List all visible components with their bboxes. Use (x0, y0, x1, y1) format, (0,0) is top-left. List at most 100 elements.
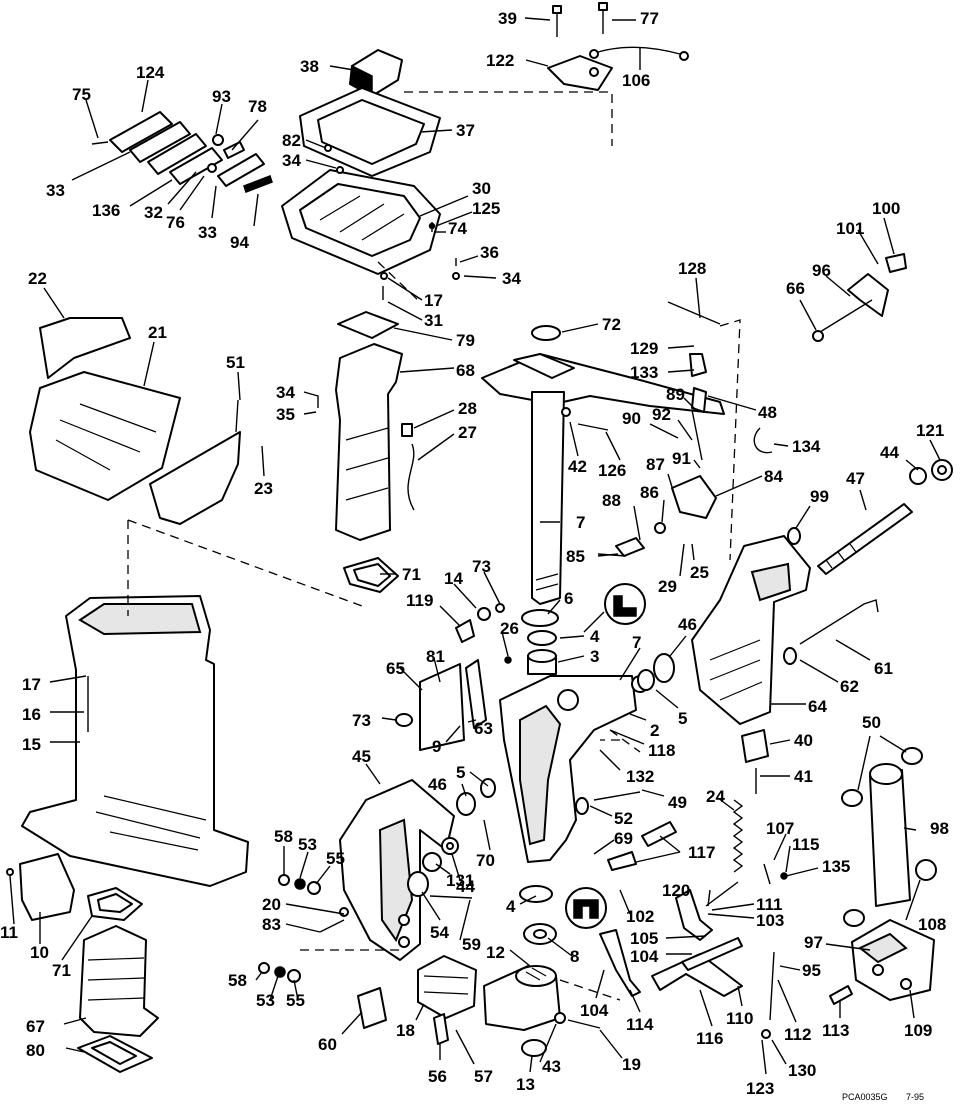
callout-19: 19 (622, 1055, 641, 1074)
nut-13-43-19 (521, 1012, 601, 1057)
callout-133: 133 (630, 363, 658, 382)
callout-27: 27 (458, 423, 477, 442)
callout-93: 93 (212, 87, 231, 106)
callout-86: 86 (640, 483, 659, 502)
callout-56: 56 (428, 1067, 447, 1086)
callout-25: 25 (690, 563, 709, 582)
callout-91: 91 (672, 449, 691, 468)
callout-30: 30 (472, 179, 491, 198)
trim-cylinder-98 (841, 747, 937, 927)
callout-85: 85 (566, 547, 585, 566)
callout-117: 117 (688, 843, 715, 862)
callout-17-housing: 17 (22, 675, 41, 694)
callout-33-right: 33 (198, 223, 217, 242)
callout-79: 79 (456, 331, 475, 350)
bypass-cover-group (91, 111, 273, 193)
callout-17-adapter: 17 (424, 291, 443, 310)
callout-38: 38 (300, 57, 319, 76)
callout-129: 129 (630, 339, 658, 358)
callout-106: 106 (622, 71, 650, 90)
throttle-cam-84 (597, 475, 717, 557)
callout-51: 51 (226, 353, 245, 372)
callout-53-upper: 53 (298, 835, 317, 854)
spring-119 (455, 603, 512, 664)
tilt-lever-61 (799, 599, 879, 645)
gasket-80 (77, 1035, 153, 1073)
callout-6: 6 (564, 589, 573, 608)
callout-46-lower: 46 (428, 775, 447, 794)
callout-10: 10 (30, 943, 49, 962)
callout-104-upper: 104 (630, 947, 659, 966)
callout-109: 109 (904, 1021, 932, 1040)
callout-8: 8 (570, 947, 579, 966)
gasket-71b (87, 887, 143, 921)
callout-77: 77 (640, 9, 659, 28)
clamp-bracket-64 (691, 535, 811, 725)
callout-67: 67 (26, 1017, 45, 1036)
callout-48: 48 (758, 403, 777, 422)
callout-98: 98 (930, 819, 949, 838)
callout-97: 97 (804, 933, 823, 952)
block-40 (741, 729, 769, 794)
callout-34-exhaust: 34 (276, 383, 295, 402)
callout-21: 21 (148, 323, 167, 342)
seal-8 (523, 923, 557, 945)
bushing-stack (521, 609, 559, 675)
bolt-39 (552, 5, 562, 37)
callout-35: 35 (276, 405, 295, 424)
bolt-77 (598, 2, 608, 34)
callout-131: 131 (446, 871, 474, 890)
callout-95: 95 (802, 961, 821, 980)
callout-5-upper: 5 (678, 709, 687, 728)
callout-113: 113 (822, 1021, 849, 1040)
grease-symbol-icon (604, 583, 646, 625)
drawing-date: 7-95 (906, 1092, 924, 1102)
callout-134: 134 (792, 437, 821, 456)
callout-130: 130 (788, 1061, 816, 1080)
callout-88: 88 (602, 491, 621, 510)
callout-labels: 39 77 122 106 124 75 93 78 38 37 82 34 3… (0, 9, 949, 1098)
block-38 (349, 49, 403, 98)
callout-55-upper: 55 (326, 849, 345, 868)
callout-34-adapter: 34 (502, 269, 521, 288)
callout-126: 126 (598, 461, 626, 480)
exhaust-housing-68 (335, 343, 403, 541)
callout-22: 22 (28, 269, 47, 288)
spring-24 (732, 799, 744, 873)
callout-34-top: 34 (282, 151, 301, 170)
callout-61: 61 (874, 659, 893, 678)
plate-60 (357, 987, 387, 1029)
callout-116: 116 (696, 1029, 723, 1048)
callout-40: 40 (794, 731, 813, 750)
motor-cover-51 (149, 399, 241, 525)
callout-24: 24 (706, 787, 725, 806)
callout-118: 118 (648, 741, 675, 760)
screws-125-74-36-34-17-31 (380, 222, 460, 300)
callout-47: 47 (846, 469, 865, 488)
callout-33-left: 33 (46, 181, 65, 200)
trim-bracket-109 (851, 919, 935, 1001)
washer-44b (441, 837, 459, 855)
callout-136: 136 (92, 201, 120, 220)
callout-63: 63 (474, 719, 493, 738)
callout-60: 60 (318, 1035, 337, 1054)
callout-105: 105 (630, 929, 658, 948)
washer-46b (456, 778, 496, 816)
callout-112: 112 (784, 1025, 811, 1044)
callout-101: 101 (836, 219, 864, 238)
plug-72 (531, 325, 561, 341)
callout-92: 92 (652, 405, 671, 424)
bolt-126 (561, 407, 609, 431)
exhaust-housing-15 (21, 595, 249, 887)
callout-44-lower: 44 (456, 877, 475, 896)
callout-122: 122 (486, 51, 514, 70)
callout-28: 28 (458, 399, 477, 418)
callout-3: 3 (590, 647, 599, 666)
bushing-62 (783, 647, 797, 665)
plate-122 (547, 55, 613, 91)
callout-123: 123 (746, 1079, 774, 1098)
callout-12: 12 (486, 943, 505, 962)
callout-46-upper: 46 (678, 615, 697, 634)
callout-107: 107 (766, 819, 794, 838)
